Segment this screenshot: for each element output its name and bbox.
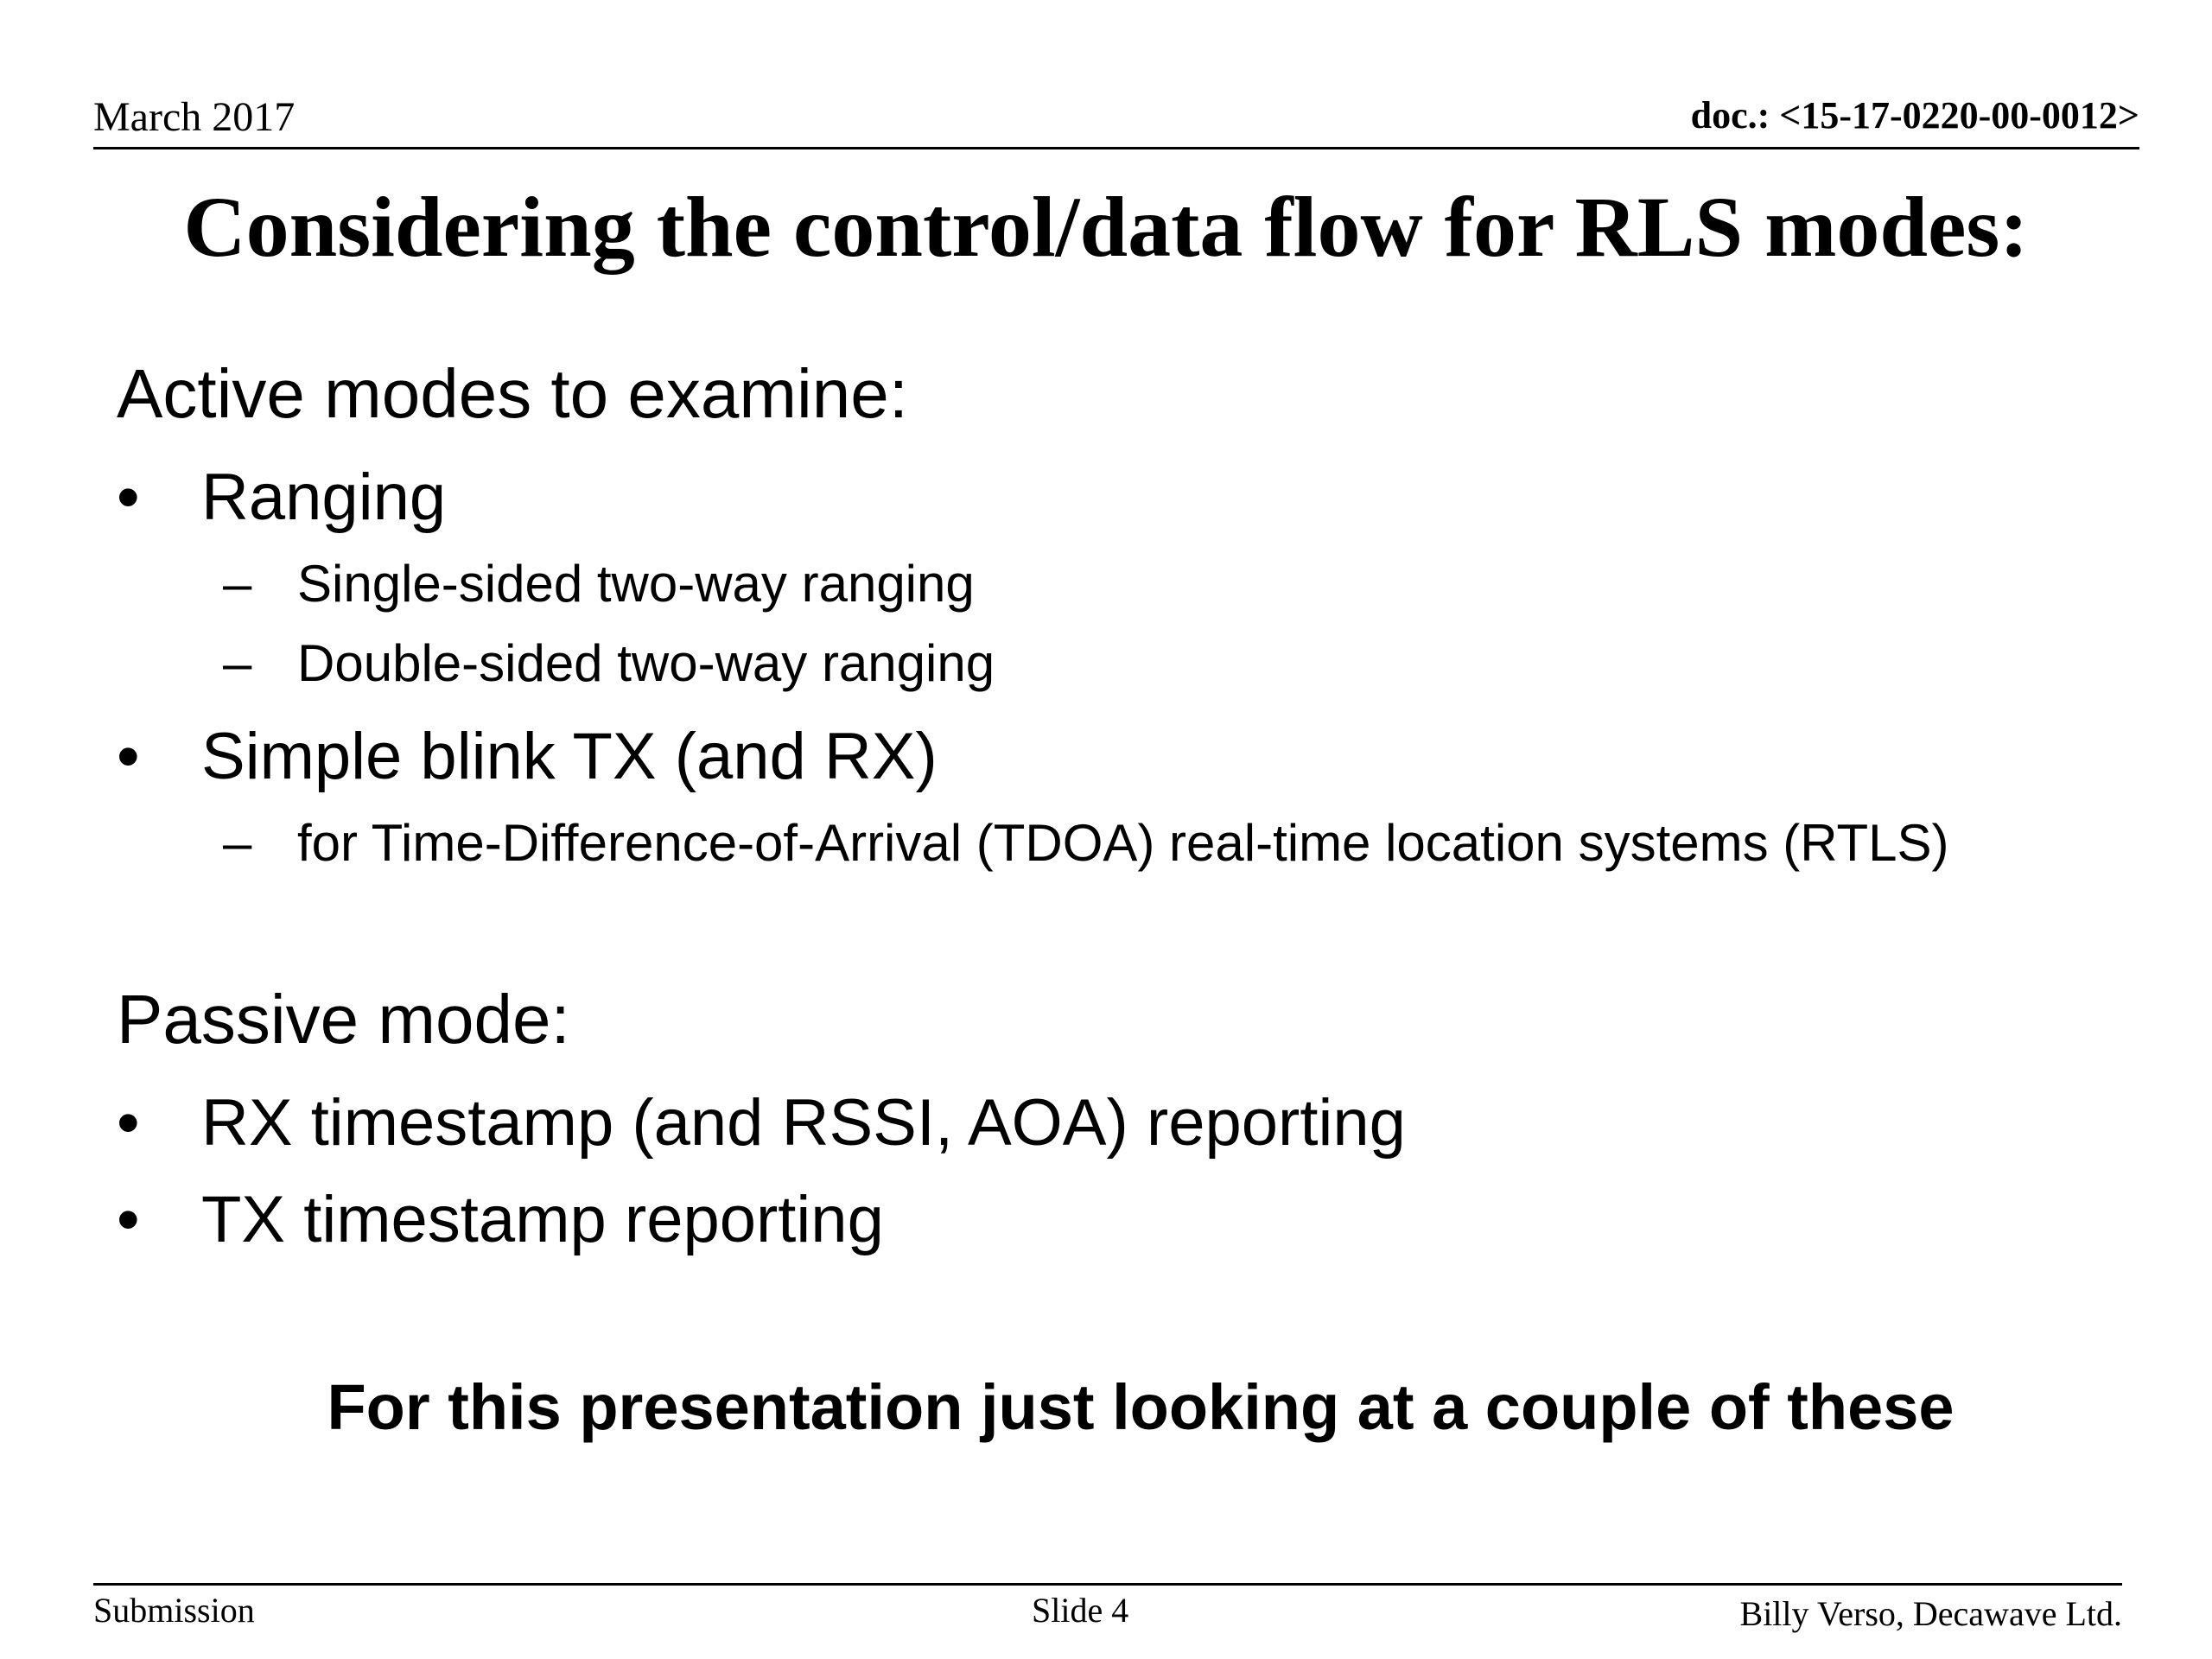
- dash-marker: –: [223, 634, 252, 692]
- subitem-label: for Time-Difference-of-Arrival (TDOA) re…: [297, 814, 1949, 872]
- dash-marker: –: [223, 555, 252, 613]
- bullet-label: RX timestamp (and RSSI, AOA) reporting: [201, 1086, 1406, 1160]
- bullet-marker: •: [117, 720, 140, 793]
- subitem-label: Single-sided two-way ranging: [297, 555, 975, 613]
- dash-marker: –: [223, 814, 252, 872]
- footer-submission: Submission: [93, 1591, 255, 1630]
- bullet-marker: •: [117, 1086, 140, 1160]
- bullet-marker: •: [117, 461, 140, 534]
- bullet-label: Ranging: [201, 461, 447, 534]
- header-date: March 2017: [93, 94, 296, 140]
- bullet-label: Simple blink TX (and RX): [201, 720, 938, 793]
- header-doc-id: doc.: <15-17-0220-00-0012>: [1690, 94, 2139, 137]
- presentation-note: For this presentation just looking at a …: [327, 1371, 1955, 1443]
- slide-title: Considering the control/data flow for RL…: [183, 179, 2029, 275]
- active-modes-heading: Active modes to examine:: [117, 355, 908, 432]
- header-divider: [93, 147, 2139, 149]
- bullet-marker: •: [117, 1183, 140, 1256]
- footer-slide-number: Slide 4: [1032, 1591, 1129, 1630]
- footer-author: Billy Verso, Decawave Ltd.: [1739, 1594, 2122, 1633]
- subitem-label: Double-sided two-way ranging: [297, 634, 995, 692]
- footer-divider: [93, 1583, 2122, 1586]
- passive-mode-heading: Passive mode:: [117, 981, 570, 1058]
- bullet-label: TX timestamp reporting: [201, 1183, 884, 1256]
